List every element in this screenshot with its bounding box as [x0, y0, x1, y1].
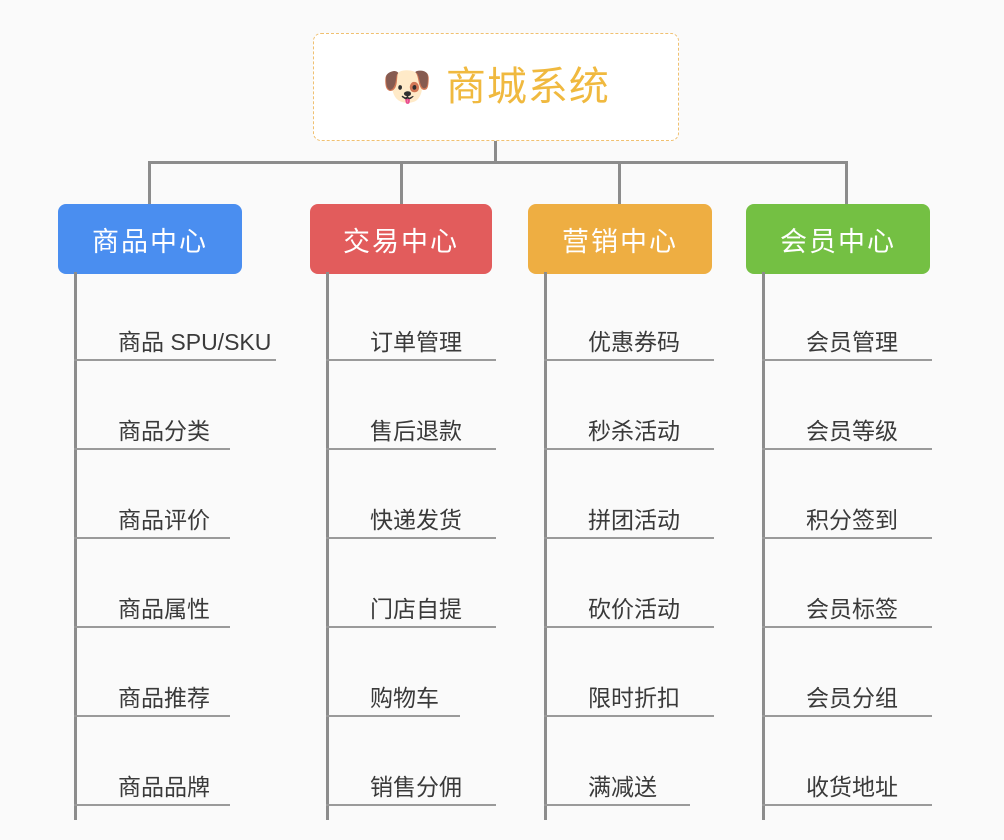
leaf-underline — [762, 715, 932, 717]
leaf-spine — [762, 272, 765, 820]
leaf-underline — [326, 804, 496, 806]
leaf-item[interactable]: 收货地址 — [762, 717, 932, 806]
branch-box-marketing-center[interactable]: 营销中心 — [528, 204, 712, 274]
leaf-label: 商品分类 — [118, 417, 210, 444]
leaf-item[interactable]: 门店自提 — [326, 539, 496, 628]
leaf-label: 会员分组 — [806, 684, 898, 711]
leaf-label: 秒杀活动 — [588, 417, 680, 444]
leaf-underline — [74, 537, 230, 539]
leaf-underline — [544, 715, 714, 717]
leaf-label: 会员标签 — [806, 595, 898, 622]
leaf-label: 拼团活动 — [588, 506, 680, 533]
leaf-underline — [74, 715, 230, 717]
leaf-underline — [762, 537, 932, 539]
leaf-label: 门店自提 — [370, 595, 462, 622]
leaf-label: 商品 SPU/SKU — [118, 328, 272, 355]
leaf-item[interactable]: 商品属性 — [74, 539, 230, 628]
leaf-item[interactable]: 销售分佣 — [326, 717, 496, 806]
shiba-dog-face-icon: 🐶 — [382, 65, 432, 109]
branch-label: 会员中心 — [780, 226, 896, 257]
branch-label: 商品中心 — [92, 226, 208, 257]
leaf-underline — [74, 448, 230, 450]
connector-branch-stem-3 — [618, 161, 621, 206]
leaf-underline — [326, 359, 496, 361]
leaf-item[interactable]: 快递发货 — [326, 450, 496, 539]
leaf-spine — [544, 272, 547, 820]
leaf-underline — [544, 448, 714, 450]
leaf-item[interactable]: 拼团活动 — [544, 450, 714, 539]
leaf-underline — [762, 448, 932, 450]
leaf-spine — [326, 272, 329, 820]
connector-branch-stem-4 — [845, 161, 848, 206]
leaf-underline — [74, 626, 230, 628]
branch-box-trade-center[interactable]: 交易中心 — [310, 204, 492, 274]
leaf-item[interactable]: 商品分类 — [74, 361, 230, 450]
leaf-underline — [326, 537, 496, 539]
leaf-label: 售后退款 — [370, 417, 462, 444]
leaf-underline — [544, 626, 714, 628]
leaf-label: 订单管理 — [370, 328, 462, 355]
connector-root-stem — [494, 141, 497, 164]
leaf-item[interactable]: 商品推荐 — [74, 628, 230, 717]
leaf-item[interactable]: 秒杀活动 — [544, 361, 714, 450]
leaf-underline — [762, 359, 932, 361]
leaf-underline — [544, 359, 714, 361]
leaf-underline — [326, 448, 496, 450]
leaf-underline — [74, 359, 276, 361]
leaf-item[interactable]: 会员标签 — [762, 539, 932, 628]
leaf-label: 商品品牌 — [118, 773, 210, 800]
branch-label: 营销中心 — [562, 226, 678, 257]
branch-box-product-center[interactable]: 商品中心 — [58, 204, 242, 274]
leaf-underline — [544, 804, 690, 806]
leaf-underline — [326, 715, 460, 717]
leaf-underline — [762, 626, 932, 628]
leaf-label: 优惠券码 — [588, 328, 680, 355]
leaf-underline — [544, 537, 714, 539]
connector-horizontal-bus — [148, 161, 848, 164]
leaf-underline — [74, 804, 230, 806]
leaf-label: 购物车 — [370, 684, 439, 711]
leaf-item[interactable]: 商品评价 — [74, 450, 230, 539]
leaf-item[interactable]: 售后退款 — [326, 361, 496, 450]
leaf-label: 商品推荐 — [118, 684, 210, 711]
leaf-item[interactable]: 会员等级 — [762, 361, 932, 450]
leaf-label: 积分签到 — [806, 506, 898, 533]
leaf-label: 砍价活动 — [588, 595, 680, 622]
branch-box-member-center[interactable]: 会员中心 — [746, 204, 930, 274]
leaf-label: 满减送 — [588, 773, 657, 800]
leaf-label: 商品属性 — [118, 595, 210, 622]
leaf-label: 销售分佣 — [370, 773, 462, 800]
leaf-item[interactable]: 砍价活动 — [544, 539, 714, 628]
leaf-item[interactable]: 订单管理 — [326, 272, 496, 361]
leaf-label: 快递发货 — [370, 506, 462, 533]
leaf-item[interactable]: 商品 SPU/SKU — [74, 272, 276, 361]
leaf-item[interactable]: 满减送 — [544, 717, 690, 806]
leaf-item[interactable]: 限时折扣 — [544, 628, 714, 717]
leaf-label: 限时折扣 — [588, 684, 680, 711]
leaf-label: 会员管理 — [806, 328, 898, 355]
root-node-mall-system[interactable]: 🐶 商城系统 — [313, 33, 679, 141]
leaf-label: 商品评价 — [118, 506, 210, 533]
root-node-title: 商城系统 — [445, 65, 610, 109]
leaf-item[interactable]: 会员分组 — [762, 628, 932, 717]
leaf-item[interactable]: 商品品牌 — [74, 717, 230, 806]
leaf-item[interactable]: 优惠券码 — [544, 272, 714, 361]
leaf-item[interactable]: 购物车 — [326, 628, 460, 717]
connector-branch-stem-1 — [148, 161, 151, 206]
leaf-label: 会员等级 — [806, 417, 898, 444]
leaf-spine — [74, 272, 77, 820]
leaf-underline — [762, 804, 932, 806]
leaf-item[interactable]: 积分签到 — [762, 450, 932, 539]
leaf-underline — [326, 626, 496, 628]
connector-branch-stem-2 — [400, 161, 403, 206]
leaf-label: 收货地址 — [806, 773, 898, 800]
branch-label: 交易中心 — [343, 226, 459, 257]
leaf-item[interactable]: 会员管理 — [762, 272, 932, 361]
